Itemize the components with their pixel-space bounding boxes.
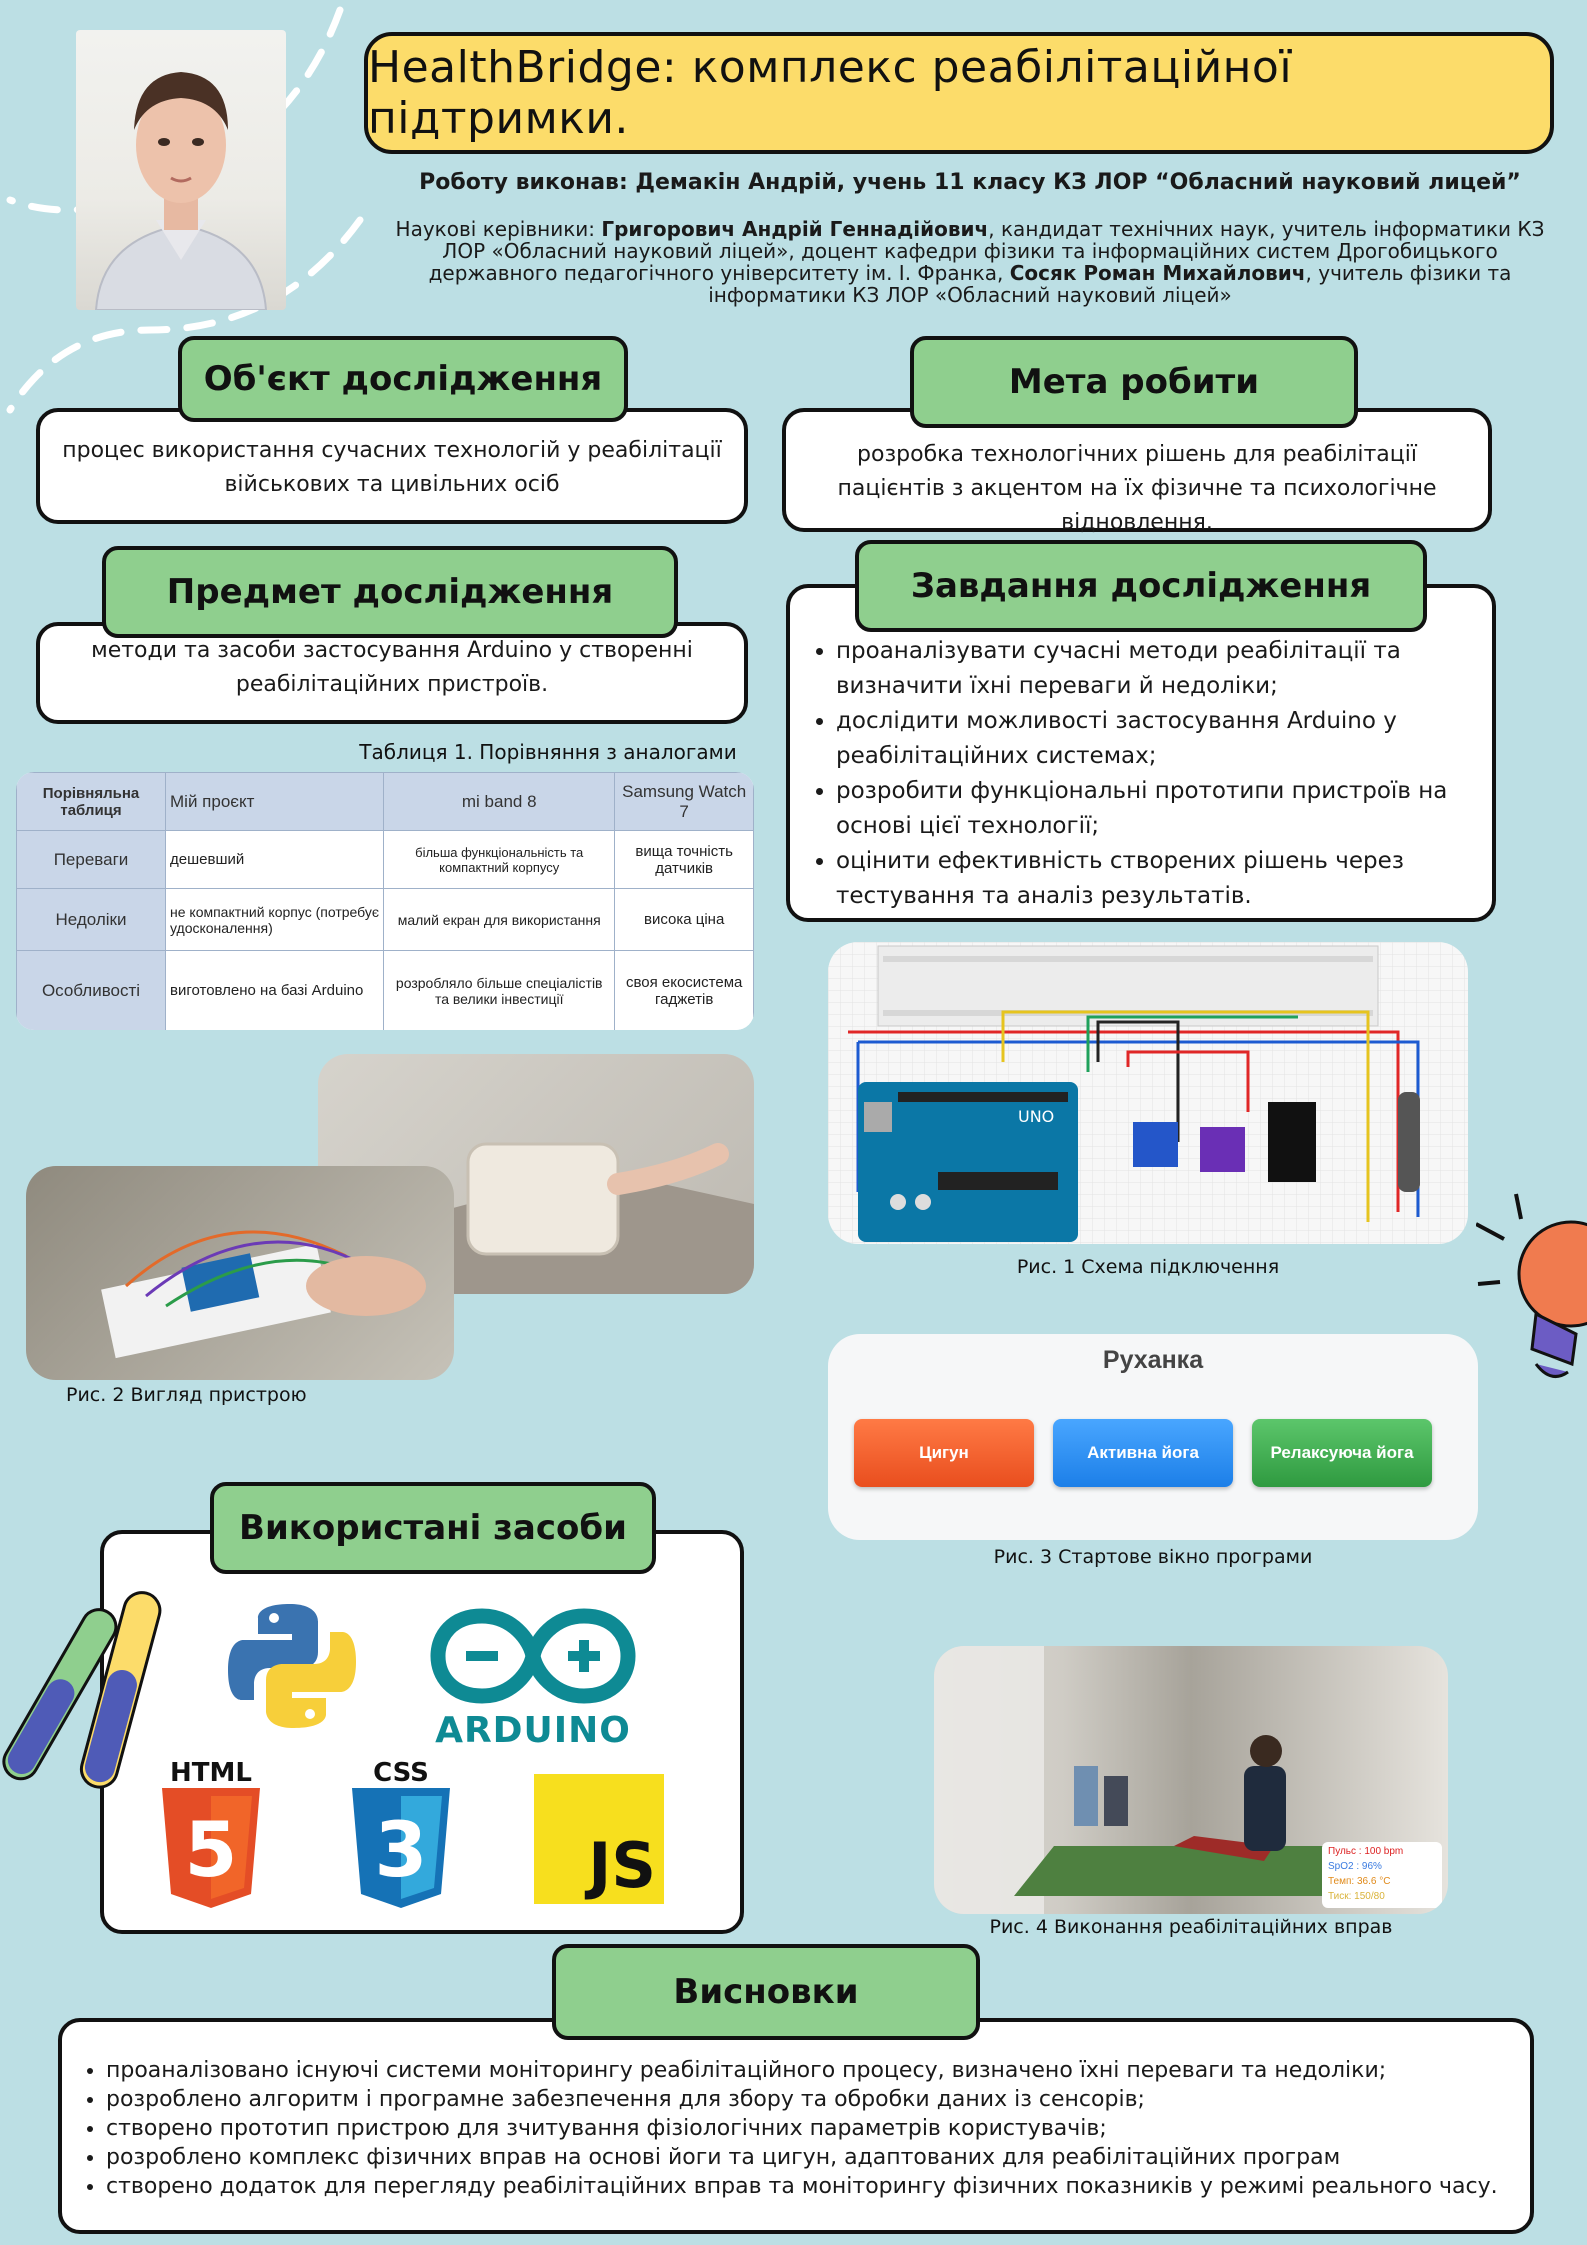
supervisors-prefix: Наукові керівники: bbox=[395, 217, 602, 241]
device-photo-board bbox=[26, 1166, 454, 1380]
conclusions-heading: Висновки bbox=[552, 1944, 980, 2040]
table-cell: не компактний корпус (потребує удосконал… bbox=[164, 888, 385, 951]
row-label: Переваги bbox=[16, 830, 166, 889]
wifi-module bbox=[1268, 1102, 1316, 1182]
object-heading: Об'єкт дослідження bbox=[178, 336, 628, 422]
fig1-caption: Рис. 1 Схема підключення bbox=[1016, 1256, 1280, 1278]
supervisor-name-1: Григорович Андрій Геннадійович bbox=[601, 217, 989, 241]
title-banner: HealthBridge: комплекс реабілітаційної п… bbox=[364, 32, 1554, 154]
fig4-caption: Рис. 4 Виконання реабілітаційних вправ bbox=[989, 1916, 1393, 1938]
relax-yoga-button[interactable]: Релаксуюча йога bbox=[1252, 1419, 1432, 1487]
supervisors-text: Наукові керівники: Григорович Андрій Ген… bbox=[380, 218, 1560, 306]
table-cell: малий екран для використання bbox=[383, 888, 616, 951]
list-item: створено додаток для перегляду реабіліта… bbox=[106, 2172, 1530, 2201]
list-item: проаналізовано існуючі системи моніторин… bbox=[106, 2056, 1530, 2085]
subject-text: методи та засоби застосування Arduino у … bbox=[91, 638, 693, 697]
sensor-module-2 bbox=[1200, 1127, 1245, 1172]
temperature-probe bbox=[1398, 1092, 1420, 1192]
object-box: процес використання сучасних технологій … bbox=[36, 408, 748, 524]
row-label: Особливості bbox=[16, 950, 166, 1030]
arduino-board bbox=[858, 1082, 1078, 1242]
list-item: дослідити можливості застосування Arduin… bbox=[836, 704, 1474, 774]
list-item: оцінити ефективність створених рішень че… bbox=[836, 844, 1474, 914]
test-tubes-icon bbox=[2, 1591, 162, 1789]
table-header: mi band 8 bbox=[383, 772, 616, 831]
list-item: розроблено алгоритм і програмне забезпеч… bbox=[106, 2085, 1530, 2114]
table-cell: розробляло більше спеціалістів та велики… bbox=[383, 950, 616, 1030]
arduino-logo: ARDUINO bbox=[430, 1608, 636, 1751]
css3-logo: CSS 3 bbox=[346, 1758, 456, 1918]
author-portrait bbox=[76, 30, 286, 310]
goal-text: розробка технологічних рішень для реабіл… bbox=[837, 442, 1437, 535]
table-header: Samsung Watch 7 bbox=[614, 772, 754, 831]
goal-box: розробка технологічних рішень для реабіл… bbox=[782, 408, 1492, 535]
tasks-box: проаналізувати сучасні методи реабілітац… bbox=[786, 584, 1496, 922]
arduino-wordmark: ARDUINO bbox=[435, 1710, 631, 1751]
spo2-readout: SpO2 : 96% bbox=[1328, 1861, 1382, 1872]
uno-label: UNO bbox=[1018, 1107, 1054, 1126]
python-logo bbox=[228, 1604, 356, 1728]
list-item: розробити функціональні прототипи пристр… bbox=[836, 774, 1474, 844]
css-wordmark: CSS bbox=[373, 1758, 429, 1788]
supervisor-details-2: , учитель фізики та інформатики КЗ ЛОР «… bbox=[708, 261, 1512, 307]
list-item: створено прототип пристрою для зчитуванн… bbox=[106, 2114, 1530, 2143]
table-row: Особливості виготовлено на базі Arduino … bbox=[16, 950, 754, 1030]
subject-heading: Предмет дослідження bbox=[102, 546, 678, 638]
fig3-caption: Рис. 3 Стартове вікно програми bbox=[993, 1546, 1313, 1568]
conclusions-list: проаналізовано існуючі системи моніторин… bbox=[66, 2056, 1530, 2201]
qigong-button[interactable]: Цигун bbox=[854, 1419, 1034, 1487]
supervisor-details-1: , кандидат технічних наук, учитель інфор… bbox=[428, 217, 1545, 285]
js-wordmark: JS bbox=[588, 1829, 656, 1902]
device-box bbox=[466, 1142, 620, 1256]
object-text: процес використання сучасних технологій … bbox=[62, 438, 722, 497]
author-line: Роботу виконав: Демакін Андрій, учень 11… bbox=[419, 170, 1521, 195]
table-row: Недоліки не компактний корпус (потребує … bbox=[16, 888, 754, 951]
vitals-overlay: Пульс : 100 bpm SpO2 : 96% Темп: 36.6 °C… bbox=[1322, 1842, 1442, 1908]
comparison-table: Порівняльна таблиця Мій проєкт mi band 8… bbox=[16, 772, 754, 1030]
goal-heading: Мета робити bbox=[910, 336, 1358, 428]
table-corner: Порівняльна таблиця bbox=[16, 772, 166, 831]
html-version: 5 bbox=[185, 1805, 238, 1894]
list-item: розроблено комплекс фізичних вправ на ос… bbox=[106, 2143, 1530, 2172]
table-header: Мій проєкт bbox=[164, 772, 385, 831]
lightbulb-icon bbox=[1476, 1193, 1587, 1378]
tasks-list: проаналізувати сучасні методи реабілітац… bbox=[808, 634, 1474, 914]
html5-logo: HTML 5 bbox=[156, 1758, 266, 1918]
sensor-module-1 bbox=[1133, 1122, 1178, 1167]
pulse-readout: Пульс : 100 bpm bbox=[1328, 1846, 1404, 1857]
html-wordmark: HTML bbox=[170, 1758, 252, 1788]
tasks-heading: Завдання дослідження bbox=[855, 540, 1427, 632]
table-cell: більша функціональність та компактний ко… bbox=[383, 830, 616, 889]
active-yoga-button[interactable]: Активна йога bbox=[1053, 1419, 1233, 1487]
fig2-caption: Рис. 2 Вигляд пристрою bbox=[66, 1384, 307, 1406]
js-logo: JS bbox=[534, 1774, 664, 1904]
comparison-table-wrap: Порівняльна таблиця Мій проєкт mi band 8… bbox=[16, 772, 754, 1030]
conclusions-box: проаналізовано існуючі системи моніторин… bbox=[58, 2018, 1534, 2234]
row-label: Недоліки bbox=[16, 888, 166, 951]
supervisor-name-2: Сосяк Роман Михайлович bbox=[1009, 261, 1306, 285]
css-version: 3 bbox=[375, 1805, 428, 1894]
tools-heading: Використані засоби bbox=[210, 1482, 656, 1574]
table-cell: своя екосистема гаджетів bbox=[614, 950, 754, 1030]
table-cell: вища точність датчиків bbox=[614, 830, 754, 889]
temp-readout: Темп: 36.6 °C bbox=[1328, 1876, 1391, 1887]
table-row: Переваги дешевший більша функціональніст… bbox=[16, 830, 754, 889]
decorative-dashes bbox=[6, 6, 364, 414]
table-cell: дешевший bbox=[164, 830, 385, 889]
table-caption: Таблиця 1. Порівняння з аналогами bbox=[359, 740, 737, 764]
table-cell: висока ціна bbox=[614, 888, 754, 951]
pressure-readout: Тиск: 150/80 bbox=[1328, 1891, 1385, 1902]
app-title: Руханка bbox=[1102, 1346, 1204, 1374]
table-cell: виготовлено на базі Arduino bbox=[164, 950, 385, 1030]
app-start-window: Руханка Цигун Активна йога Релаксуюча йо… bbox=[828, 1334, 1478, 1540]
list-item: проаналізувати сучасні методи реабілітац… bbox=[836, 634, 1474, 704]
exercise-photo: Пульс : 100 bpm SpO2 : 96% Темп: 36.6 °C… bbox=[934, 1646, 1448, 1914]
circuit-diagram: UNO bbox=[828, 942, 1468, 1244]
poster-title: HealthBridge: комплекс реабілітаційної п… bbox=[368, 42, 1293, 144]
